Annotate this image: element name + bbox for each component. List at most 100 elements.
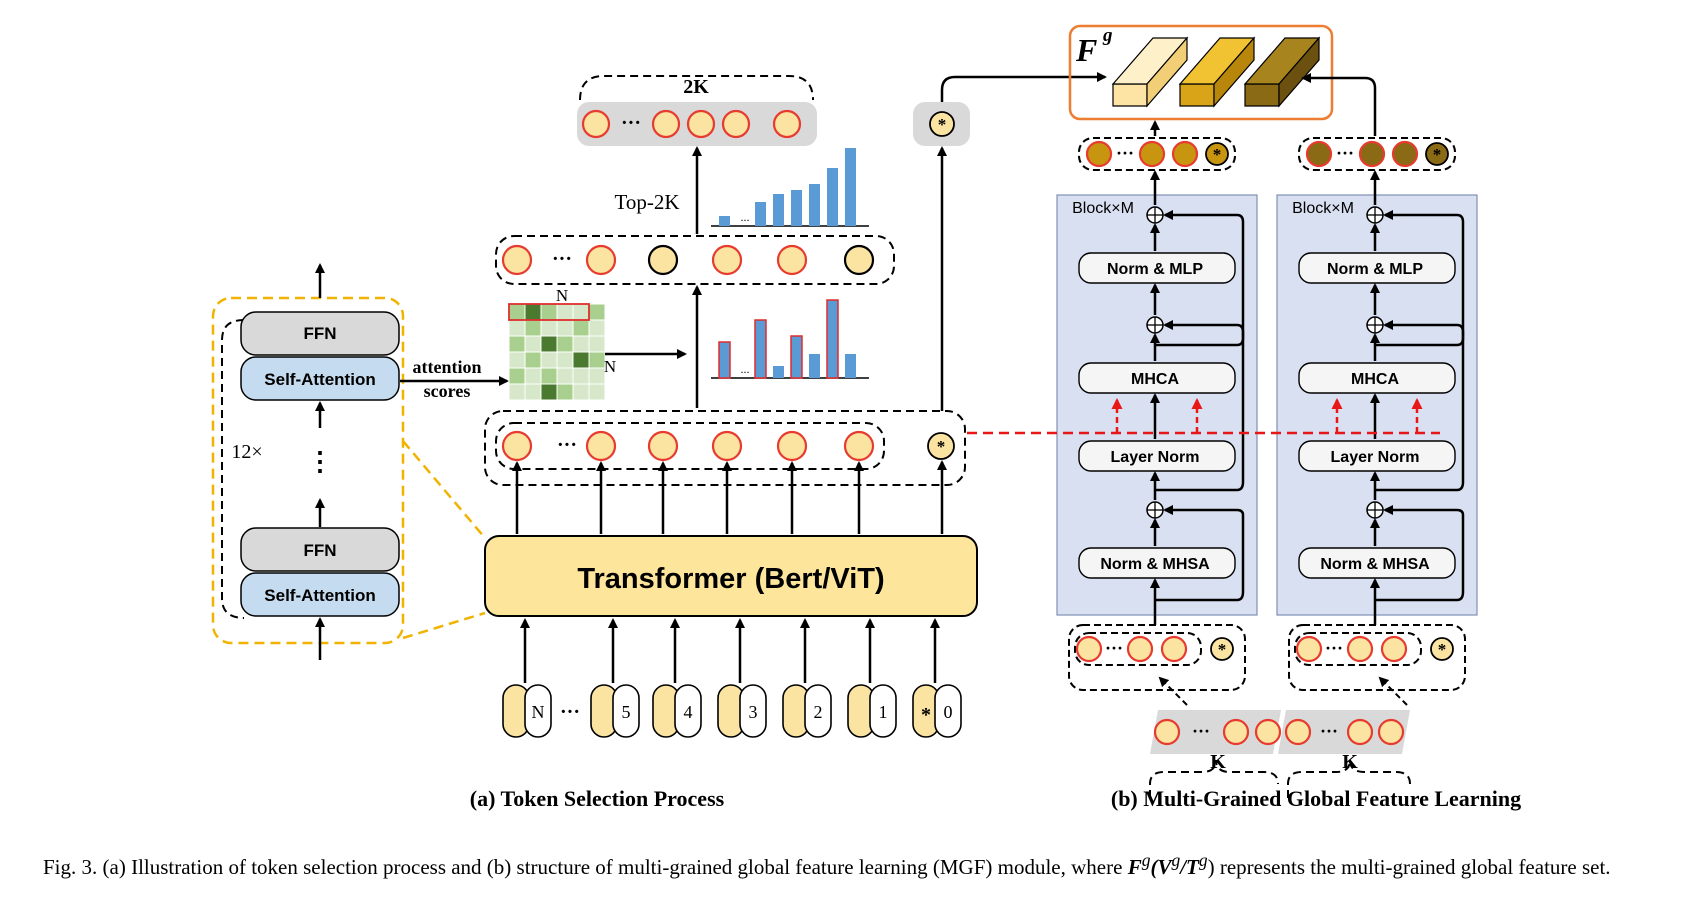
zoom-connector-top	[402, 440, 486, 539]
matrix-cell	[508, 351, 526, 369]
feature-cuboid-front	[1112, 83, 1148, 107]
bar-ellipsis: ...	[741, 210, 750, 224]
output-dots: ···	[557, 434, 577, 456]
branch-input-token	[1126, 635, 1154, 663]
output-cls-token-symbol: *	[937, 437, 946, 456]
input-position-embedding	[612, 684, 640, 738]
score-bar	[845, 148, 856, 226]
feature-cuboid-front	[1244, 83, 1280, 107]
caption-math-t: /T	[1180, 855, 1199, 879]
residual-loop-1	[1375, 505, 1465, 602]
k-token	[1377, 718, 1405, 746]
attention-scores-label-2: scores	[424, 381, 471, 401]
top-2k-label: Top-2K	[614, 190, 679, 214]
k-token	[1284, 718, 1312, 746]
input-position-embedding	[674, 684, 702, 738]
matrix-cell	[588, 319, 606, 337]
branch-input-token	[1380, 635, 1408, 663]
residual-loop-2	[1375, 320, 1465, 492]
output-token	[585, 430, 617, 462]
k-to-branch-arrow	[1378, 676, 1408, 706]
cls-to-feature-arrow	[940, 72, 1107, 102]
k-label-left: K	[1210, 751, 1226, 773]
feature-cuboid-side	[1146, 36, 1188, 108]
input-position-label: 0	[944, 702, 953, 722]
score-bar	[773, 194, 784, 226]
transformer-label: Transformer (Bert/ViT)	[577, 563, 884, 595]
output-token	[647, 430, 679, 462]
score-bar	[754, 319, 767, 379]
input-position-embedding	[524, 684, 552, 738]
branch-output-cls	[1205, 142, 1229, 166]
branch-output-token	[1391, 140, 1419, 168]
score-bar	[755, 202, 766, 226]
branch-input-token	[1160, 635, 1188, 663]
score-bar	[826, 299, 839, 379]
ffn-box-bottom	[240, 527, 400, 572]
branch-input-cls-symbol: *	[1218, 640, 1227, 659]
matrix-cell	[508, 303, 526, 321]
matrix-cell	[508, 335, 526, 353]
scored-dots: ···	[552, 248, 572, 270]
score-bar	[791, 190, 802, 226]
feature-cuboid-front	[1179, 83, 1215, 107]
output-token	[501, 430, 533, 462]
branch-output-token	[1305, 140, 1333, 168]
repeat-bracket	[221, 319, 245, 619]
self-attention-box-bottom	[240, 572, 400, 617]
k-token-rows: ······	[1153, 718, 1405, 746]
output-token	[843, 430, 875, 462]
scored-token	[585, 244, 617, 276]
branch-input-dots: ···	[1105, 638, 1123, 658]
branch-input-token	[1075, 635, 1103, 663]
self-attention-box-top	[240, 356, 400, 401]
caption-b: (b) Multi-Grained Global Feature Learnin…	[1111, 786, 1521, 811]
branch-input-dots: ···	[1325, 638, 1343, 658]
input-position-label: N	[532, 702, 545, 722]
selected-token	[721, 109, 751, 139]
layer-norm-box-label: Layer Norm	[1331, 449, 1420, 466]
residual-loop-3	[1155, 210, 1245, 347]
matrix-cell	[524, 335, 542, 353]
matrix-cell	[540, 319, 558, 337]
selected-token	[772, 109, 802, 139]
matrix-cell	[572, 383, 590, 401]
residual-loop-1	[1155, 505, 1245, 602]
ffn-label-top: FFN	[303, 324, 336, 343]
matrix-cell	[540, 383, 558, 401]
caption-prefix: Fig. 3. (a) Illustration of token select…	[43, 855, 1128, 879]
caption-math-sup-1: g	[1141, 850, 1151, 870]
caption-math-sup-3: g	[1198, 850, 1208, 870]
cls-output-symbol: *	[938, 115, 947, 134]
input-position-label: 4	[684, 702, 693, 722]
selected-token	[651, 109, 681, 139]
output-token-frame	[484, 410, 966, 486]
input-dots: ···	[560, 701, 580, 723]
caption-a: (a) Token Selection Process	[470, 786, 725, 811]
matrix-n-top-label: N	[556, 286, 568, 305]
output-token	[711, 430, 743, 462]
scored-token-frame	[495, 235, 895, 285]
k-label-right: K	[1342, 751, 1358, 773]
input-position-embedding	[804, 684, 832, 738]
scored-token	[647, 244, 679, 276]
input-position-embedding	[934, 684, 962, 738]
scored-token	[843, 244, 875, 276]
score-bar	[718, 341, 731, 379]
branch-input-cls-symbol: *	[1438, 640, 1447, 659]
selected-dots: ···	[621, 112, 641, 134]
matrix-cell	[556, 335, 574, 353]
input-position-label: 3	[749, 702, 758, 722]
matrix-cell	[588, 351, 606, 369]
matrix-cell	[572, 335, 590, 353]
input-position-label: 5	[622, 702, 631, 722]
selected-token	[686, 109, 716, 139]
feature-set-symbol: F	[1075, 32, 1097, 68]
ffn-label-bottom: FFN	[303, 541, 336, 560]
attention-matrix	[508, 303, 606, 401]
k-token	[1254, 718, 1282, 746]
matrix-row-highlight	[508, 303, 590, 321]
caption-math-v: (V	[1150, 855, 1172, 879]
matrix-cell	[508, 383, 526, 401]
